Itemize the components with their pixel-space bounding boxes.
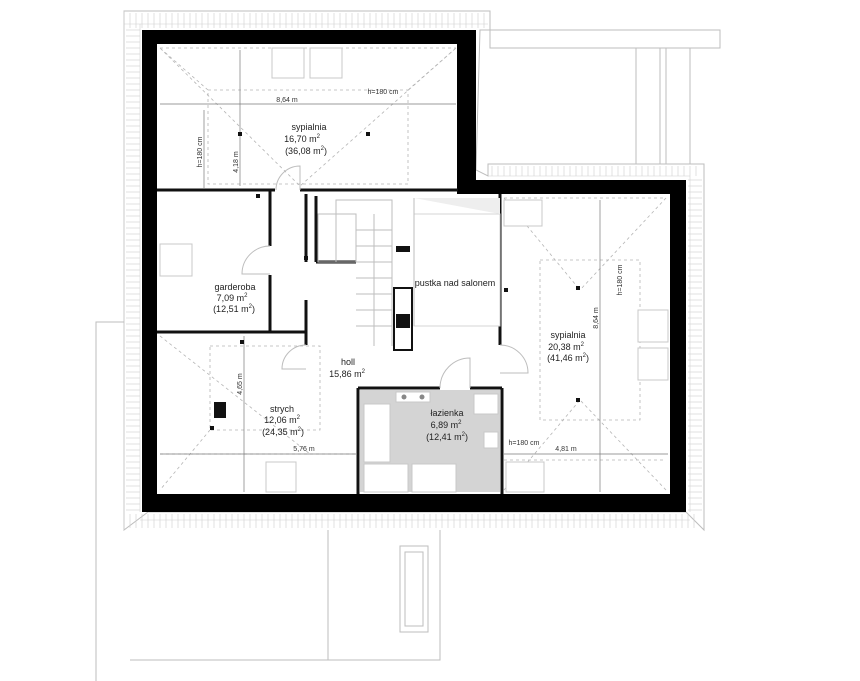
room-name: pustka nad salonem: [415, 278, 496, 288]
room-lazienka: łazienka 6,89 m2 (12,41 m2): [426, 408, 468, 442]
dim-576: 5,76 m: [293, 446, 315, 453]
column-markers: [210, 132, 580, 430]
room-garderoba: garderoba 7,09 m2 (12,51 m2): [213, 282, 255, 314]
room-name: łazienka: [430, 408, 463, 418]
room-area: 15,86 m2: [329, 369, 366, 379]
furniture: [159, 47, 669, 493]
dim-h180-right: h=180 cm: [617, 264, 624, 295]
room-holl: holl 15,86 m2: [329, 357, 366, 379]
room-area: 16,70 m2: [284, 134, 321, 144]
room-total-area: (12,51 m2): [213, 304, 255, 314]
room-area: 6,89 m2: [431, 420, 463, 430]
room-total-area: (12,41 m2): [426, 432, 468, 442]
dim-864-top: 8,64 m: [276, 97, 298, 104]
dimension-lines: [160, 50, 668, 492]
room-total-area: (24,35 m2): [262, 427, 304, 437]
terrace-pergola: [489, 29, 721, 164]
room-pustka: pustka nad salonem: [415, 278, 496, 288]
dim-465: 4,65 m: [237, 373, 244, 395]
room-area: 7,09 m2: [217, 293, 249, 303]
ground-outline: [95, 321, 441, 681]
room-name: garderoba: [214, 282, 255, 292]
void-over-salon: [413, 198, 501, 327]
doors: [241, 165, 529, 389]
roof-tile-ticks: [126, 13, 702, 528]
room-sypialnia-top: sypialnia 16,70 m2 (36,08 m2): [284, 122, 327, 156]
room-name: sypialnia: [291, 122, 326, 132]
dim-864-right: 8,64 m: [593, 307, 600, 329]
dimension-labels: 8,64 m h=180 cm 4,18 m h=180 cm 8,64 m h…: [197, 89, 624, 453]
dim-481: 4,81 m: [555, 446, 577, 453]
room-sypialnia-right: sypialnia 20,38 m2 (41,46 m2): [547, 330, 589, 363]
dim-h180-bath: h=180 cm: [509, 440, 540, 447]
room-total-area: (41,46 m2): [547, 353, 589, 363]
dim-h180-left: h=180 cm: [197, 136, 204, 167]
room-total-area: (36,08 m2): [285, 146, 327, 156]
dim-418: 4,18 m: [233, 151, 240, 173]
dim-h180-top: h=180 cm: [368, 89, 399, 96]
room-name: sypialnia: [550, 330, 585, 340]
room-name: holl: [341, 357, 355, 367]
room-strych: strych 12,06 m2 (24,35 m2): [262, 404, 304, 437]
staircase: [317, 199, 413, 351]
room-name: strych: [270, 404, 294, 414]
bathroom: [360, 390, 500, 493]
room-area: 12,06 m2: [264, 415, 301, 425]
outer-walls: [142, 30, 686, 512]
roof-hatch-left: [123, 11, 141, 530]
room-area: 20,38 m2: [548, 342, 585, 352]
